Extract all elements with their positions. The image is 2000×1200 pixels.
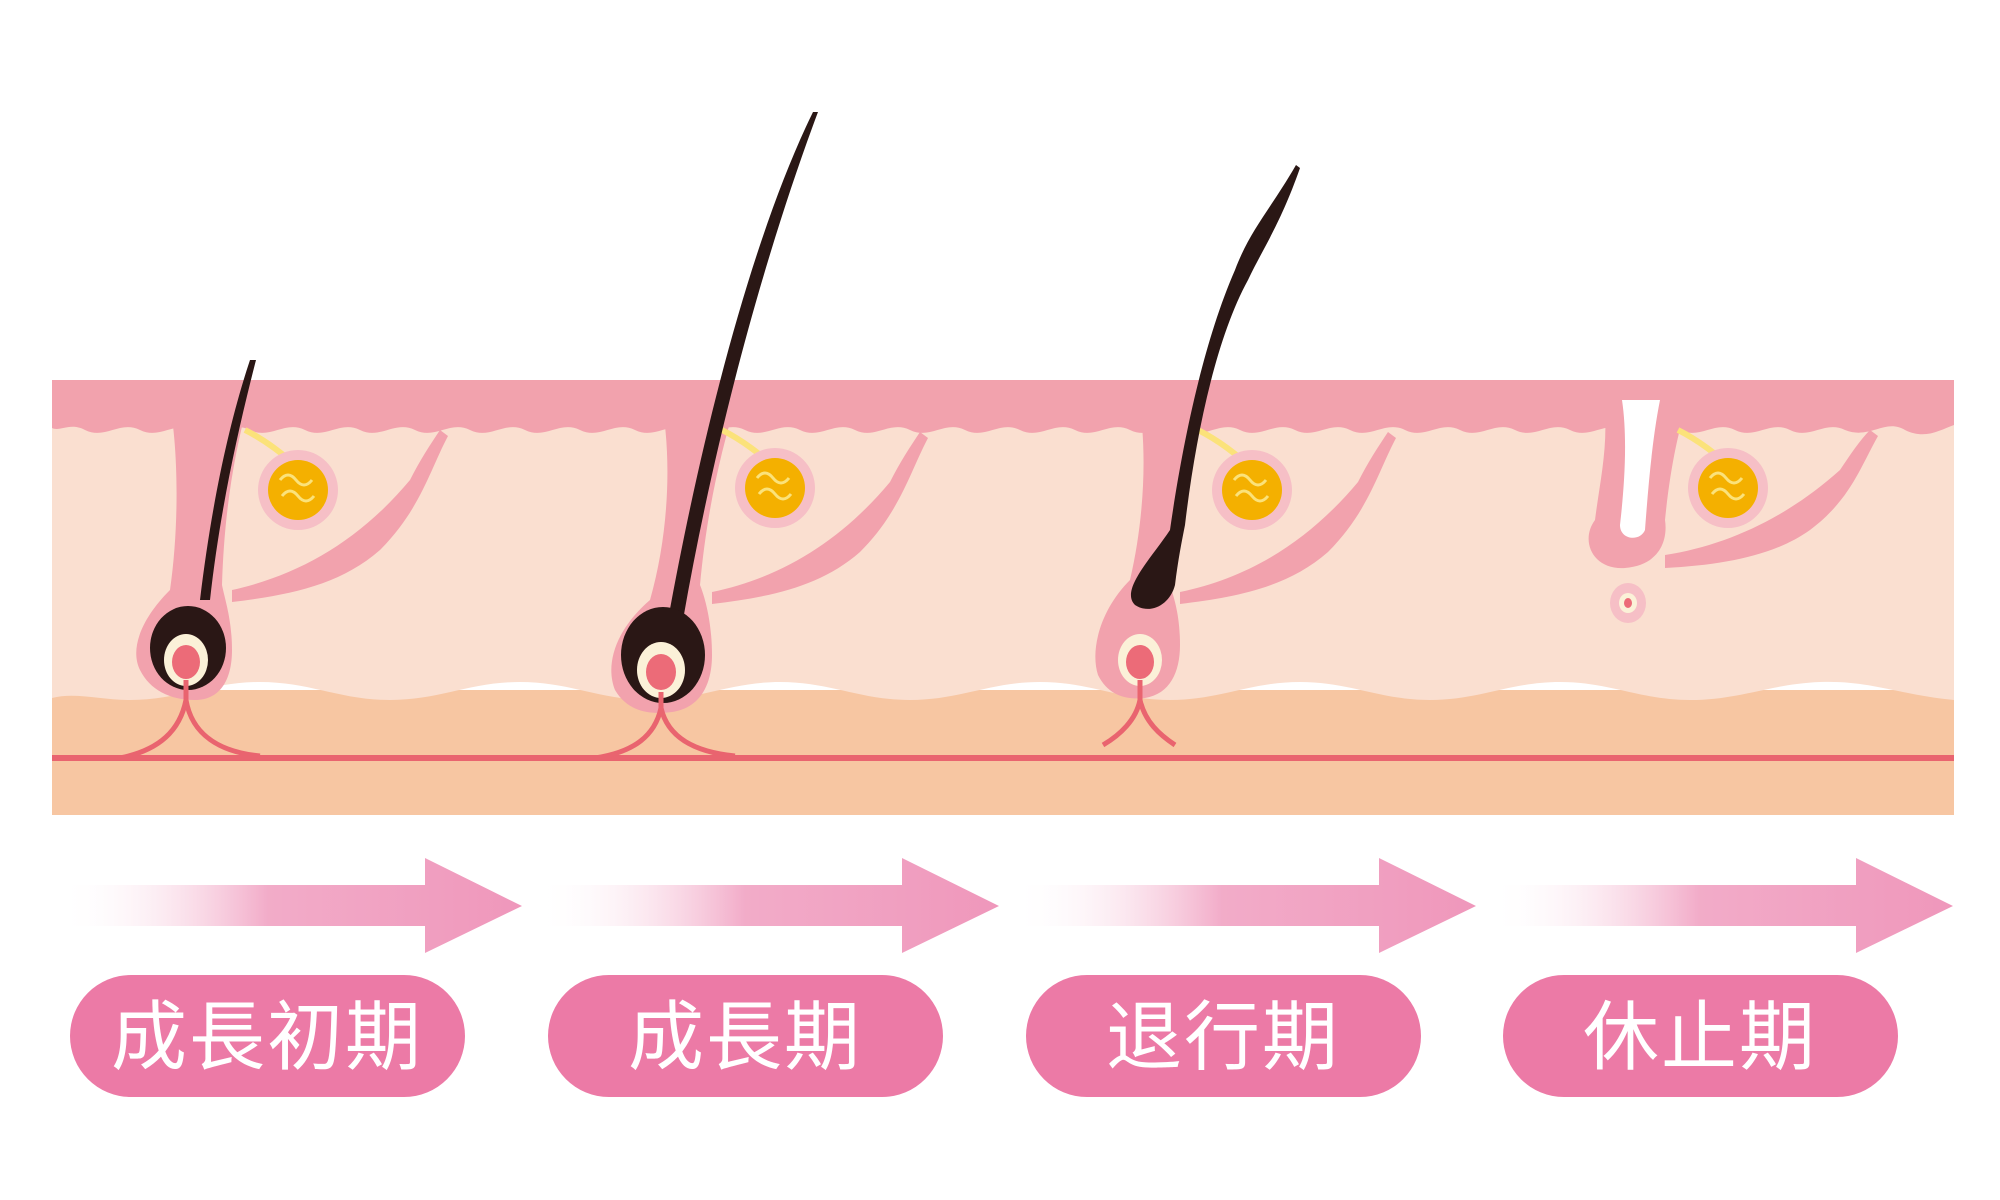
dermal-papilla: [1126, 645, 1154, 679]
sebaceous-gland: [1212, 450, 1292, 530]
stage-label-text: 退行期: [1106, 993, 1340, 1082]
arrector-pili-muscle: [232, 430, 448, 602]
hair-shaft: [200, 360, 256, 600]
dermal-papilla: [172, 645, 200, 679]
stage-label-catagen: 退行期: [1026, 975, 1421, 1097]
sebaceous-gland: [1688, 448, 1768, 528]
epidermis-layer: [52, 380, 1954, 435]
arrector-pili-muscle: [712, 432, 928, 604]
hair-shaft: [668, 112, 818, 620]
stage-label-telogen: 休止期: [1503, 975, 1898, 1097]
dermal-papilla-core: [1624, 598, 1632, 608]
stage-label-anagen: 成長期: [548, 975, 943, 1097]
dermal-papilla: [646, 654, 676, 690]
subcutis-layer: [52, 690, 1954, 815]
stage-label-early-anagen: 成長初期: [70, 975, 465, 1097]
hair-shaft: [1130, 165, 1300, 609]
fascia-line: [52, 755, 1954, 761]
skin-cross-section: [52, 380, 1954, 815]
dermis-layer: [52, 420, 1954, 700]
cycle-arrows: [60, 858, 1953, 953]
stage-label-text: 休止期: [1583, 993, 1817, 1082]
arrector-pili-muscle: [1665, 430, 1878, 568]
blood-vessel: [1101, 680, 1177, 748]
follicle-canal: [1620, 400, 1660, 538]
arrow-2: [537, 858, 999, 953]
stage-label-text: 成長期: [628, 993, 862, 1082]
sebaceous-gland: [258, 450, 338, 530]
follicle-catagen: [1095, 165, 1396, 748]
blood-vessel: [594, 692, 736, 761]
blood-vessel: [119, 680, 261, 761]
follicle-anagen: [594, 112, 928, 761]
arrow-1: [60, 858, 522, 953]
follicle-telogen: [1588, 395, 1878, 623]
arrow-3: [1014, 858, 1476, 953]
arrector-pili-muscle: [1180, 432, 1396, 604]
stage-label-text: 成長初期: [111, 993, 423, 1082]
arrow-4: [1491, 858, 1953, 953]
follicle-early-anagen: [119, 360, 448, 761]
stage-label-pills: 成長初期 成長期 退行期 休止期: [70, 975, 1898, 1097]
sebaceous-gland: [735, 448, 815, 528]
